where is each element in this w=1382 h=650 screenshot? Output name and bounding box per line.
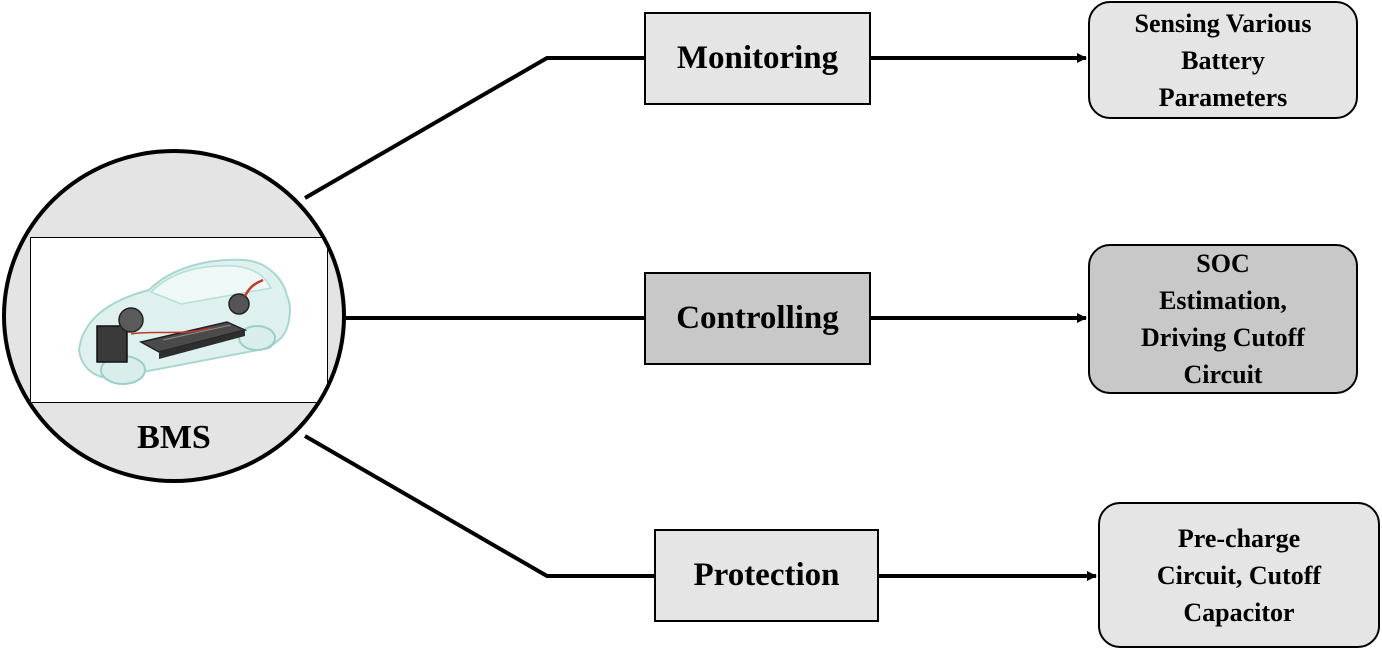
bms-hub-circle: BMS [2, 149, 346, 483]
controlling-outcome-box: SOC Estimation, Driving Cutoff Circuit [1088, 244, 1358, 394]
monitoring-outcome-box: Sensing Various Battery Parameters [1088, 1, 1358, 119]
protection-outcome-box: Pre-charge Circuit, Cutoff Capacitor [1098, 502, 1380, 648]
monitoring-box: Monitoring [644, 12, 871, 105]
car-icon [77, 258, 291, 385]
connector-hub-to-monitoring [303, 56, 644, 200]
protection-box: Protection [654, 529, 879, 622]
connector-hub-to-protection [303, 434, 654, 578]
controlling-box: Controlling [644, 272, 871, 365]
bms-label: BMS [137, 419, 211, 456]
electric-car-image [30, 237, 328, 403]
